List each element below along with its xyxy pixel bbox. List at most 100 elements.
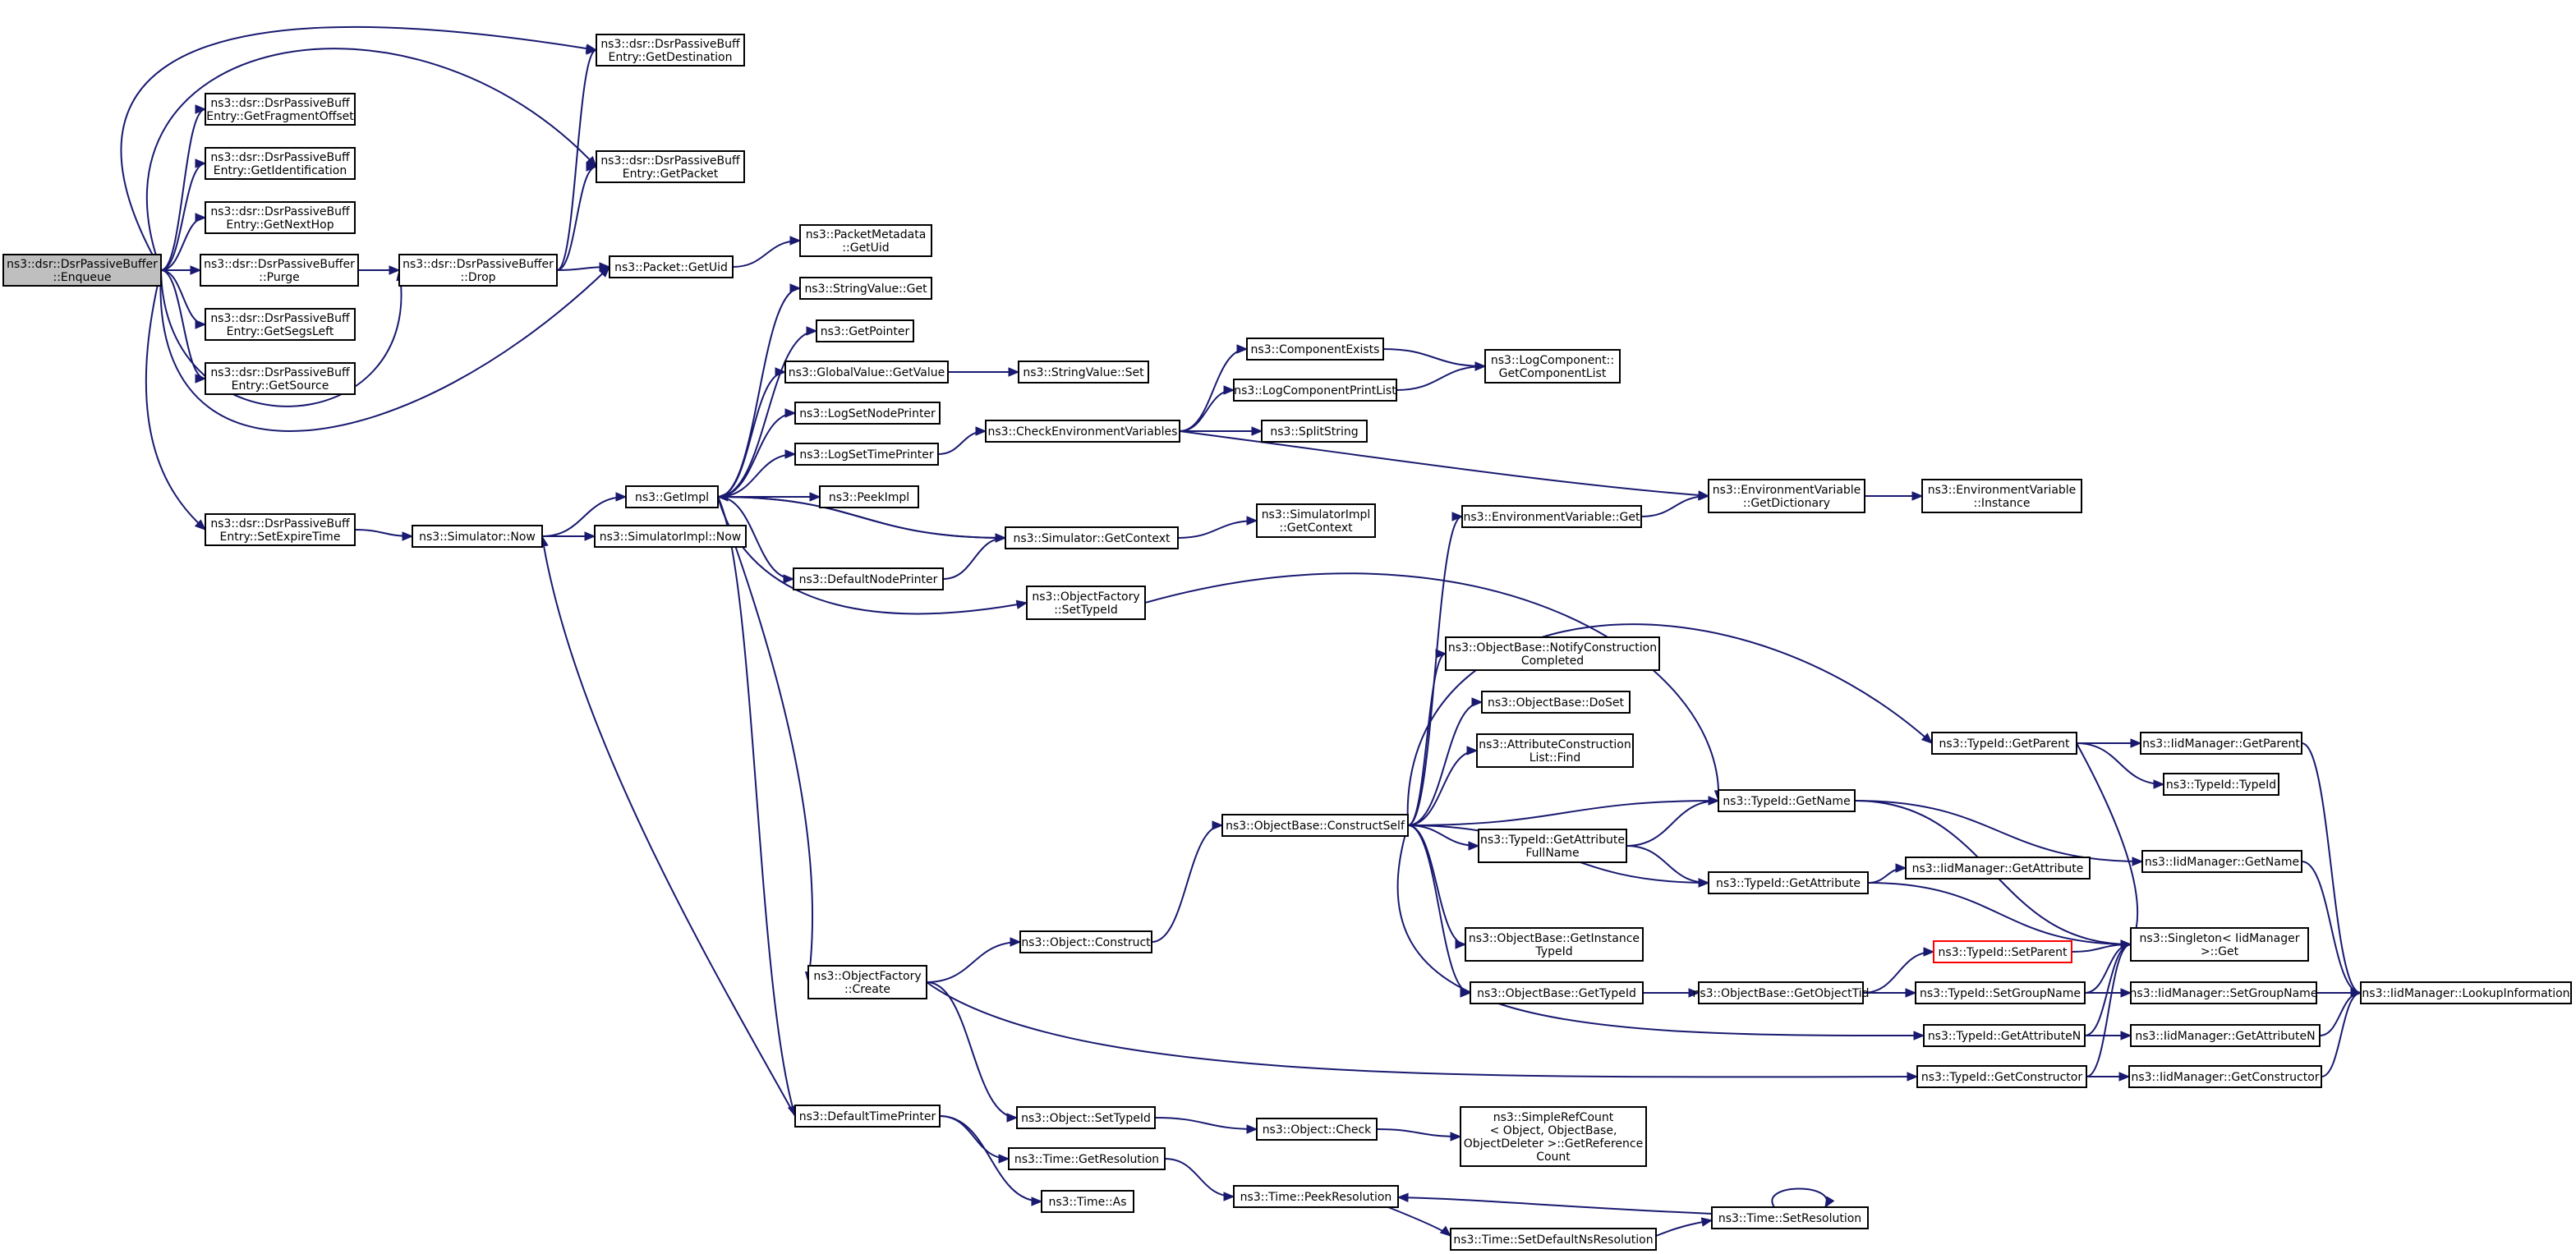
node-simimplnow[interactable]: ns3::SimulatorImpl::Now — [594, 525, 747, 548]
node-box[interactable] — [1711, 1206, 1869, 1229]
node-box[interactable] — [2140, 732, 2302, 755]
node-box[interactable] — [625, 485, 719, 508]
node-iidgetparent[interactable]: ns3::IidManager::GetParent — [2140, 732, 2302, 755]
node-box[interactable] — [1484, 349, 1621, 384]
node-logsettime[interactable]: ns3::LogSetTimePrinter — [794, 443, 939, 466]
node-envinstance[interactable]: ns3::EnvironmentVariable::Instance — [1921, 479, 2082, 513]
node-box[interactable] — [1008, 1147, 1166, 1170]
node-box[interactable] — [1261, 420, 1368, 443]
node-box[interactable] — [398, 254, 558, 287]
node-getdest[interactable]: ns3::dsr::DsrPassiveBuffEntry::GetDestin… — [596, 34, 745, 67]
node-getimpl[interactable]: ns3::GetImpl — [625, 485, 719, 508]
node-getnexthop[interactable]: ns3::dsr::DsrPassiveBuffEntry::GetNextHo… — [205, 201, 356, 234]
node-deftimeprinter[interactable]: ns3::DefaultTimePrinter — [794, 1105, 941, 1128]
node-timegetres[interactable]: ns3::Time::GetResolution — [1008, 1147, 1166, 1170]
node-box[interactable] — [609, 255, 734, 278]
node-packetgetuid[interactable]: ns3::Packet::GetUid — [609, 255, 734, 278]
node-box[interactable] — [1465, 927, 1644, 962]
node-box[interactable] — [794, 402, 941, 425]
node-getfrag[interactable]: ns3::dsr::DsrPassiveBuffEntry::GetFragme… — [205, 93, 356, 126]
node-enqueue[interactable]: ns3::dsr::DsrPassiveBuffer::Enqueue — [2, 254, 162, 287]
node-box[interactable] — [1256, 503, 1376, 538]
node-simnow[interactable]: ns3::Simulator::Now — [412, 525, 543, 548]
node-compexists[interactable]: ns3::ComponentExists — [1246, 338, 1384, 361]
node-getident[interactable]: ns3::dsr::DsrPassiveBuffEntry::GetIdenti… — [205, 147, 356, 180]
node-iidgetctor[interactable]: ns3::IidManager::GetConstructor — [2128, 1065, 2322, 1088]
node-box[interactable] — [1933, 940, 2072, 963]
node-box[interactable] — [2130, 1024, 2321, 1047]
node-box[interactable] — [1041, 1190, 1134, 1213]
node-box[interactable] — [819, 485, 919, 508]
node-logsetnode[interactable]: ns3::LogSetNodePrinter — [794, 402, 941, 425]
node-box[interactable] — [1478, 829, 1627, 863]
node-box[interactable] — [2163, 773, 2279, 796]
node-box[interactable] — [1481, 691, 1631, 714]
node-simgetctx[interactable]: ns3::Simulator::GetContext — [1005, 526, 1179, 549]
node-box[interactable] — [1921, 479, 2082, 513]
node-objconstruct[interactable]: ns3::Object::Construct — [1019, 930, 1152, 953]
node-checkenv[interactable]: ns3::CheckEnvironmentVariables — [985, 420, 1180, 443]
node-box[interactable] — [1460, 1106, 1647, 1167]
node-box[interactable] — [1916, 1065, 2087, 1088]
node-typeidgetname[interactable]: ns3::TypeId::GetName — [1718, 789, 1856, 812]
node-box[interactable] — [205, 308, 356, 341]
node-purge[interactable]: ns3::dsr::DsrPassiveBuffer::Purge — [200, 254, 359, 287]
node-timepeekres[interactable]: ns3::Time::PeekResolution — [1233, 1185, 1399, 1208]
node-strvalget[interactable]: ns3::StringValue::Get — [799, 277, 932, 300]
node-iidsetgroup[interactable]: ns3::IidManager::SetGroupName — [2130, 981, 2318, 1004]
node-obdoset[interactable]: ns3::ObjectBase::DoSet — [1481, 691, 1631, 714]
node-box[interactable] — [1246, 338, 1384, 361]
node-iidgetattr[interactable]: ns3::IidManager::GetAttribute — [1905, 857, 2091, 880]
node-getsegs[interactable]: ns3::dsr::DsrPassiveBuffEntry::GetSegsLe… — [205, 308, 356, 341]
node-box[interactable] — [816, 319, 914, 342]
node-getpointer[interactable]: ns3::GetPointer — [816, 319, 914, 342]
node-box[interactable] — [1931, 732, 2077, 755]
node-box[interactable] — [1233, 1185, 1399, 1208]
node-envgetdict[interactable]: ns3::EnvironmentVariable::GetDictionary — [1708, 479, 1865, 513]
node-box[interactable] — [594, 525, 747, 548]
node-box[interactable] — [1445, 636, 1660, 671]
node-typeidgetparent[interactable]: ns3::TypeId::GetParent — [1931, 732, 2077, 755]
node-typeidsetgroup[interactable]: ns3::TypeId::SetGroupName — [1915, 981, 2086, 1004]
node-box[interactable] — [1708, 871, 1869, 894]
node-box[interactable] — [1470, 981, 1644, 1004]
node-timeas[interactable]: ns3::Time::As — [1041, 1190, 1134, 1213]
node-box[interactable] — [2130, 981, 2317, 1004]
node-objcheck[interactable]: ns3::Object::Check — [1256, 1118, 1378, 1141]
node-box[interactable] — [799, 277, 932, 300]
node-box[interactable] — [412, 525, 543, 548]
node-simimplgetctx[interactable]: ns3::SimulatorImpl::GetContext — [1256, 503, 1376, 538]
node-box[interactable] — [794, 1105, 941, 1128]
node-timesetdefns[interactable]: ns3::Time::SetDefaultNsResolution — [1450, 1228, 1657, 1251]
node-box[interactable] — [985, 420, 1180, 443]
node-box[interactable] — [1450, 1228, 1657, 1251]
node-box[interactable] — [1915, 981, 2086, 1004]
node-box[interactable] — [1005, 526, 1179, 549]
node-box[interactable] — [793, 567, 944, 590]
node-strvalset[interactable]: ns3::StringValue::Set — [1018, 361, 1149, 384]
node-iidgetattrn[interactable]: ns3::IidManager::GetAttributeN — [2130, 1024, 2321, 1047]
node-box[interactable] — [596, 34, 745, 67]
node-typeidgetctor[interactable]: ns3::TypeId::GetConstructor — [1916, 1065, 2087, 1088]
node-box[interactable] — [205, 93, 356, 126]
node-typeidtypeid[interactable]: ns3::TypeId::TypeId — [2163, 773, 2279, 796]
node-box[interactable] — [2130, 927, 2309, 962]
node-singletonget[interactable]: ns3::Singleton< IidManager >::Get — [2130, 927, 2309, 962]
node-box[interactable] — [784, 361, 949, 384]
node-box[interactable] — [1026, 586, 1146, 620]
node-box[interactable] — [1923, 1024, 2086, 1047]
node-pmgetuid[interactable]: ns3::PacketMetadata::GetUid — [799, 224, 932, 257]
node-box[interactable] — [799, 224, 932, 257]
node-gvgetvalue[interactable]: ns3::GlobalValue::GetValue — [784, 361, 949, 384]
node-box[interactable] — [1221, 814, 1409, 837]
node-box[interactable] — [1018, 361, 1149, 384]
node-splitstring[interactable]: ns3::SplitString — [1261, 420, 1368, 443]
node-box[interactable] — [1698, 981, 1864, 1004]
node-box[interactable] — [205, 147, 356, 180]
node-getcomplist[interactable]: ns3::LogComponent::GetComponentList — [1484, 349, 1621, 384]
node-box[interactable] — [2128, 1065, 2322, 1088]
node-objsettypeid[interactable]: ns3::Object::SetTypeId — [1016, 1106, 1156, 1129]
